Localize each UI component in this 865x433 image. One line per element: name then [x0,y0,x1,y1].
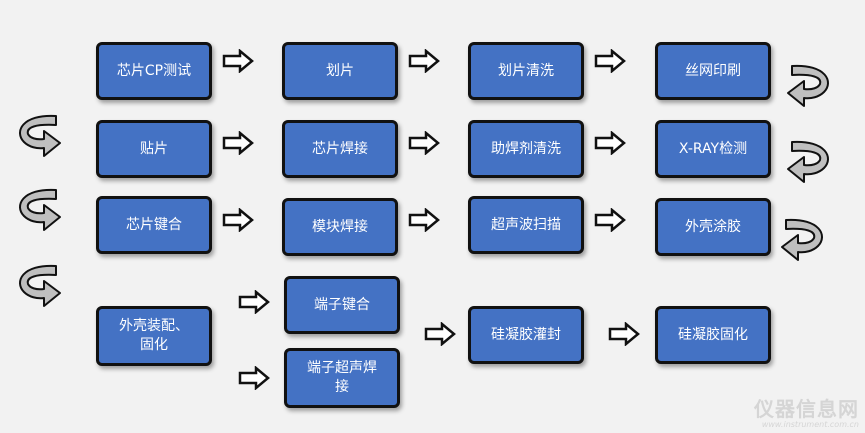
step-housing-glue: 外壳涂胶 [655,198,771,256]
watermark-logo-text: 仪器信息网 [754,397,859,421]
right-arrow-icon [594,131,626,155]
step-label: 划片清洗 [498,62,554,79]
step-module-soldering: 模块焊接 [282,198,398,256]
loop-arrow-right-icon [19,114,61,157]
step-label: X-RAY检测 [678,140,748,157]
step-flux-cleaning: 助焊剂清洗 [468,120,584,178]
step-label: 端子键合 [314,296,370,313]
step-dicing-cleaning: 划片清洗 [468,42,584,100]
right-arrow-icon [222,49,254,73]
step-die-attach: 贴片 [96,120,212,178]
right-arrow-icon [222,208,254,232]
loop-arrow-left-icon [787,140,829,183]
step-label: 端子超声焊 接 [307,360,377,395]
step-ultrasonic-scan: 超声波扫描 [468,196,584,254]
step-label: 助焊剂清洗 [491,140,561,157]
right-arrow-icon [424,322,456,346]
step-terminal-ultrasonic-welding: 端子超声焊 接 [284,348,400,408]
right-arrow-icon [238,290,270,314]
right-arrow-icon [408,208,440,232]
right-arrow-icon [408,49,440,73]
step-label: 外壳装配、 固化 [119,318,189,353]
step-terminal-bonding: 端子键合 [284,276,400,334]
step-chip-soldering: 芯片焊接 [282,120,398,178]
watermark-url: www.instrument.com.cn [761,420,859,429]
right-arrow-icon [594,208,626,232]
right-arrow-icon [608,322,640,346]
step-xray-inspection: X-RAY检测 [655,120,771,178]
step-chip-bonding: 芯片键合 [96,196,212,254]
loop-arrow-left-icon [781,218,823,261]
step-label: 芯片键合 [126,216,182,233]
step-label: 贴片 [140,140,168,157]
step-label: 丝网印刷 [685,62,741,79]
watermark: 仪器信息网 www.instrument.com.cn [754,393,859,429]
step-chip-cp-test: 芯片CP测试 [96,42,212,100]
right-arrow-icon [222,131,254,155]
right-arrow-icon [594,49,626,73]
step-silicone-potting: 硅凝胶灌封 [468,306,584,364]
step-silicone-curing: 硅凝胶固化 [655,306,771,364]
step-label: 外壳涂胶 [685,218,741,235]
loop-arrow-right-icon [19,188,61,231]
loop-arrow-right-icon [19,264,61,307]
step-label: 芯片焊接 [312,140,368,157]
step-label: 硅凝胶灌封 [491,326,561,343]
step-screen-printing: 丝网印刷 [655,42,771,100]
step-label: 芯片CP测试 [116,62,192,79]
step-label: 模块焊接 [312,218,368,235]
step-label: 硅凝胶固化 [678,326,748,343]
step-housing-assembly-curing: 外壳装配、 固化 [96,306,212,366]
step-dicing: 划片 [282,42,398,100]
step-label: 划片 [326,62,354,79]
step-label: 超声波扫描 [491,216,561,233]
right-arrow-icon [408,131,440,155]
right-arrow-icon [238,366,270,390]
loop-arrow-left-icon [787,64,829,107]
